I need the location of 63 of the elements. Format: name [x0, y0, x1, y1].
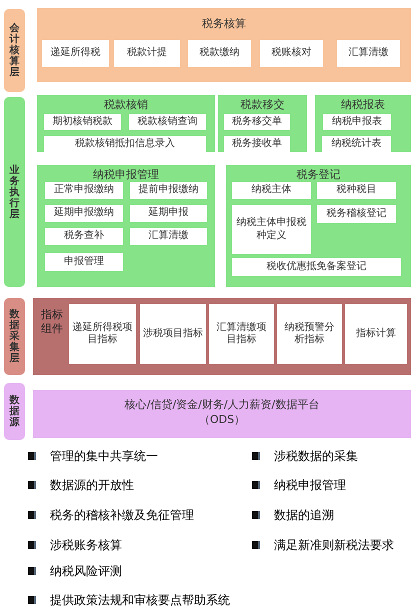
- function-box: 指标计算: [345, 304, 407, 364]
- function-box: 纳税主体: [232, 182, 311, 199]
- panel-heading: 税务核算: [201, 16, 247, 31]
- panel-heading: 税款核销: [103, 97, 149, 112]
- function-box: 纳税预警分析指标: [277, 304, 342, 364]
- function-box: 期初核销税款: [44, 114, 121, 130]
- function-box: 汇算清缴: [130, 228, 207, 245]
- layer-label: 数据源: [10, 395, 20, 428]
- function-box: 纳税主体申报税种定义: [232, 205, 311, 254]
- bullet-text: 涉税账务核算: [50, 537, 122, 554]
- bullet-text: 税务的稽核补缴及免征管理: [50, 507, 194, 524]
- panel-heading: 税务登记: [296, 167, 342, 182]
- function-box: 延期申报缴纳: [45, 205, 123, 222]
- panel-heading: 纳税报表: [340, 97, 386, 112]
- layer-band: [4, 383, 25, 440]
- module-panel: [37, 8, 411, 82]
- module-panel: [226, 165, 411, 287]
- layer-label: 会计核算层: [10, 23, 20, 78]
- function-box: 正常申报缴纳: [45, 182, 123, 199]
- bullet-text: 涉税数据的采集: [274, 448, 358, 465]
- bullet-text: 数据源的开放性: [50, 477, 134, 494]
- function-box: 税务接收单: [224, 136, 290, 152]
- bullet-text: 数据的追溯: [274, 507, 334, 524]
- bullet-text: 提供政策法规和审核要点帮助系统: [50, 592, 230, 609]
- function-box: 税款核销查询: [129, 114, 206, 130]
- layer-band: [4, 298, 25, 375]
- function-box: 税款计提: [114, 40, 180, 67]
- module-panel: [37, 95, 215, 152]
- function-box: 纳税申报表: [323, 114, 391, 130]
- layer-band: [4, 97, 25, 287]
- data-platform-panel: [33, 390, 411, 438]
- bullet-text: 管理的集中共享统一: [50, 448, 158, 465]
- module-panel: [315, 95, 411, 152]
- bullet-text: 满足新准则新税法要求: [274, 537, 394, 554]
- bullet-text: 纳税风险评测: [50, 563, 122, 580]
- function-box: 税款核销抵扣信息录入: [44, 136, 206, 152]
- function-box: 递延所得税: [42, 40, 109, 67]
- module-panel: [33, 298, 411, 375]
- bullet-text: 纳税申报管理: [274, 477, 346, 494]
- function-box: 税务稽核登记: [317, 205, 396, 223]
- panel-text: 核心/信贷/资金/财务/人力薪资/数据平台（ODS）: [124, 398, 320, 428]
- layer-band: [4, 9, 25, 92]
- layer-label: 数据采集层: [10, 309, 20, 364]
- function-box: 税收优惠抵免备案登记: [232, 258, 401, 276]
- layer-label: 业务执行层: [10, 164, 20, 220]
- function-box: 递延所得税项目指标: [69, 304, 136, 364]
- panel-heading: 指标组件: [41, 308, 64, 337]
- function-box: 税账核对: [260, 40, 323, 67]
- panel-heading: 纳税申报管理: [92, 167, 160, 182]
- function-box: 税务移交单: [224, 114, 290, 130]
- function-box: 涉税项目指标: [140, 304, 206, 364]
- function-box: 税种税目: [317, 182, 396, 199]
- function-box: 延期申报: [130, 205, 207, 222]
- function-box: 税务查补: [45, 228, 123, 245]
- function-box: 纳税统计表: [322, 136, 391, 152]
- module-panel: [218, 95, 307, 152]
- function-box: 汇算清缴项目指标: [209, 304, 274, 364]
- module-panel: [37, 165, 215, 287]
- function-box: 提前申报缴纳: [130, 182, 207, 199]
- panel-heading: 税款移交: [240, 97, 286, 112]
- function-box: 申报管理: [45, 253, 123, 271]
- function-box: 汇算清缴: [337, 40, 400, 67]
- function-box: 税款缴纳: [188, 40, 251, 67]
